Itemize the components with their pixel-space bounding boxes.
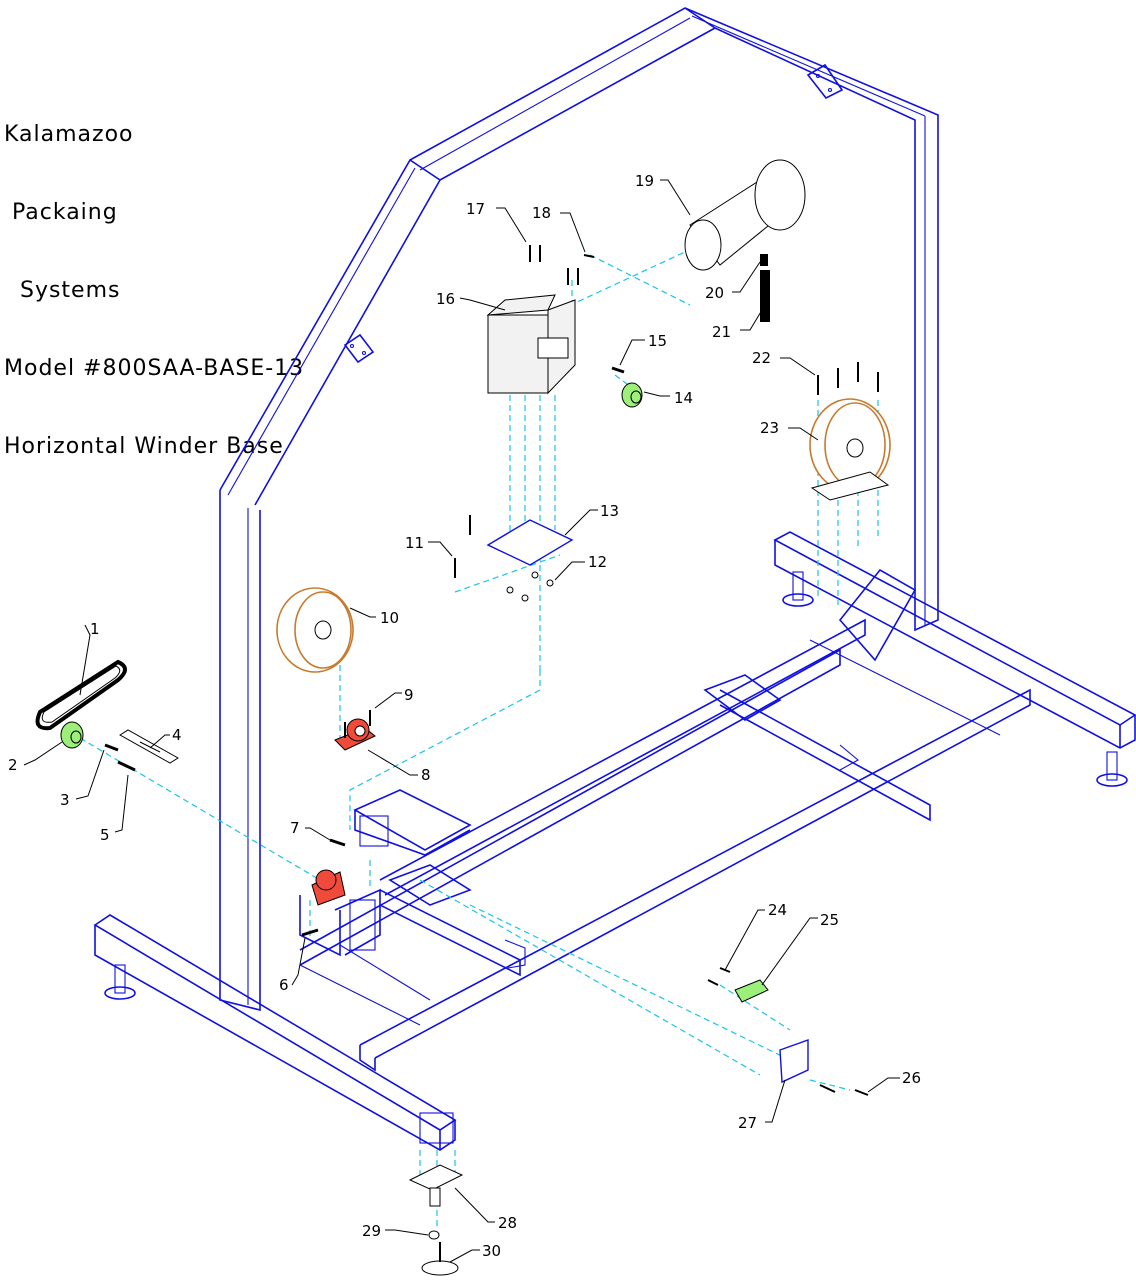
callout-17: 17 [466, 200, 485, 218]
title-company-3: Systems [4, 278, 121, 303]
callout-9: 9 [404, 686, 414, 704]
part-23-caster [809, 398, 891, 501]
callout-21: 21 [712, 323, 731, 341]
part-25-block [734, 979, 769, 1003]
part-22-bolts [817, 362, 879, 395]
base-frame [93, 7, 1136, 1151]
callout-8: 8 [421, 766, 431, 784]
callout-4: 4 [172, 726, 182, 744]
part-15-key [611, 366, 625, 374]
assembly-centerlines [79, 244, 879, 1230]
part-6-bolt [301, 928, 319, 937]
callout-18: 18 [532, 204, 551, 222]
callout-20: 20 [705, 284, 724, 302]
title-model: Model #800SAA-BASE-13 [4, 356, 305, 381]
part-9-bolts [344, 710, 371, 738]
part-26-bolts [819, 1084, 869, 1096]
part-21-cord [760, 270, 770, 322]
callout-6: 6 [279, 976, 289, 994]
callout-10: 10 [380, 609, 399, 627]
part-1-belt [35, 659, 127, 731]
part-11-bolts [454, 515, 471, 578]
part-2-pulley [60, 721, 84, 749]
callout-14: 14 [674, 389, 693, 407]
callout-22: 22 [752, 349, 771, 367]
part-12-nuts [506, 571, 554, 602]
part-17-bolts [529, 245, 579, 285]
part-8-pillow-block [311, 718, 376, 906]
callout-30: 30 [482, 1242, 501, 1260]
part-29-nut [428, 1230, 440, 1240]
part-5-key [117, 760, 136, 772]
callout-16: 16 [436, 290, 455, 308]
callout-5: 5 [100, 826, 110, 844]
callout-26: 26 [902, 1069, 921, 1087]
part-7-bolt [329, 838, 346, 847]
part-18-screw [583, 254, 595, 258]
callout-25: 25 [820, 911, 839, 929]
callout-12: 12 [588, 553, 607, 571]
part-27-plate [779, 1039, 809, 1084]
callout-28: 28 [498, 1214, 517, 1232]
part-30-leveler [421, 1242, 459, 1276]
callout-24: 24 [768, 901, 787, 919]
title-block: Kalamazoo Packaing Systems Model #800SAA… [4, 70, 304, 486]
callout-15: 15 [648, 332, 667, 350]
part-28-foot-plate [408, 1164, 464, 1207]
part-19-motor [684, 159, 806, 271]
part-13-plate [486, 519, 574, 566]
part-3-key [104, 743, 119, 752]
part-10-wheel [276, 587, 354, 673]
part-20-fitting [760, 254, 768, 266]
part-4-shaft [119, 729, 179, 764]
callout-2: 2 [8, 756, 18, 774]
callouts: 1 2 3 4 5 6 7 8 9 10 11 12 13 14 15 16 1 [8, 172, 921, 1263]
part-14-pulley [621, 382, 643, 408]
callout-19: 19 [635, 172, 654, 190]
part-24-screw [707, 967, 731, 986]
callout-29: 29 [362, 1222, 381, 1240]
title-company: Kalamazoo [4, 122, 134, 147]
callout-11: 11 [405, 534, 424, 552]
callout-23: 23 [760, 419, 779, 437]
callout-13: 13 [600, 502, 619, 520]
part-16-gearbox [486, 294, 576, 395]
title-description: Horizontal Winder Base [4, 434, 284, 459]
title-company-2: Packaing [4, 200, 118, 225]
callout-7: 7 [290, 819, 300, 837]
callout-3: 3 [60, 791, 70, 809]
callout-1: 1 [90, 620, 100, 638]
callout-27: 27 [738, 1114, 757, 1132]
